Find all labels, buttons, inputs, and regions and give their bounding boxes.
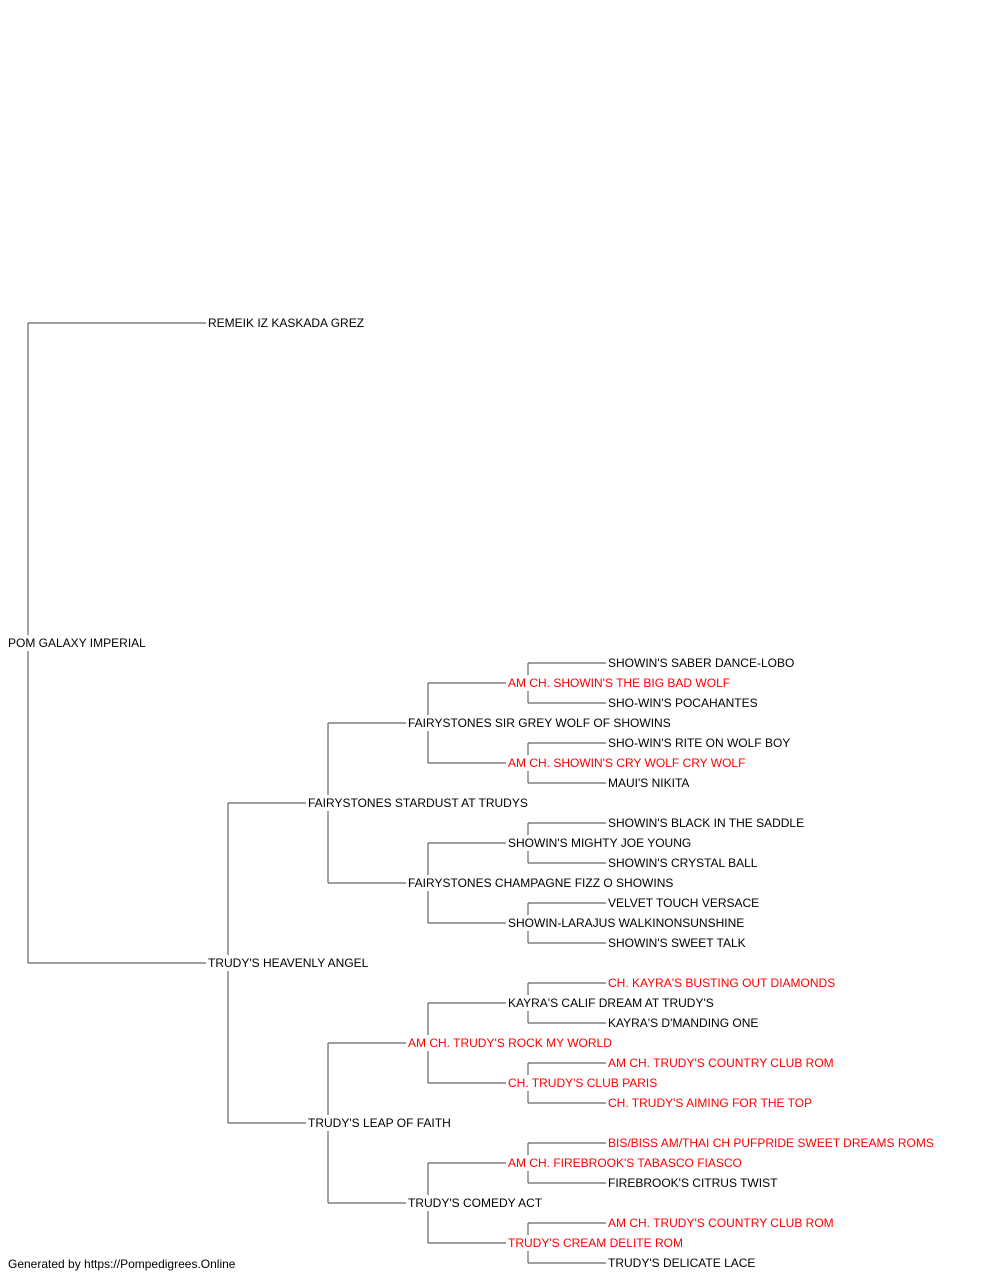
- dog-name-6: SHOWIN'S SABER DANCE-LOBO: [608, 656, 794, 670]
- dog-name-1: REMEIK IZ KASKADA GREZ: [208, 316, 364, 330]
- dog-name-7: SHO-WIN'S POCAHANTES: [608, 696, 758, 710]
- dog-name-15: SHOWIN-LARAJUS WALKINONSUNSHINE: [508, 916, 744, 930]
- dog-name-31: AM CH. TRUDY'S COUNTRY CLUB ROM: [608, 1216, 834, 1230]
- dog-name-32: TRUDY'S DELICATE LACE: [608, 1256, 755, 1270]
- dog-name-21: CH. KAYRA'S BUSTING OUT DIAMONDS: [608, 976, 835, 990]
- dog-name-10: MAUI'S NIKITA: [608, 776, 689, 790]
- dog-name-3: FAIRYSTONES STARDUST AT TRUDYS: [308, 796, 528, 810]
- dog-name-14: SHOWIN'S CRYSTAL BALL: [608, 856, 758, 870]
- dog-name-26: TRUDY'S COMEDY ACT: [408, 1196, 543, 1210]
- dog-name-2: TRUDY'S HEAVENLY ANGEL: [208, 956, 369, 970]
- dog-name-9: SHO-WIN'S RITE ON WOLF BOY: [608, 736, 790, 750]
- dog-name-24: AM CH. TRUDY'S COUNTRY CLUB ROM: [608, 1056, 834, 1070]
- dog-name-4: FAIRYSTONES SIR GREY WOLF OF SHOWINS: [408, 716, 671, 730]
- dog-name-13: SHOWIN'S BLACK IN THE SADDLE: [608, 816, 804, 830]
- dog-name-11: FAIRYSTONES CHAMPAGNE FIZZ O SHOWINS: [408, 876, 673, 890]
- dog-name-27: AM CH. FIREBROOK'S TABASCO FIASCO: [508, 1156, 742, 1170]
- dog-name-28: BIS/BISS AM/THAI CH PUFPRIDE SWEET DREAM…: [608, 1136, 934, 1150]
- dog-name-23: CH. TRUDY'S CLUB PARIS: [508, 1076, 657, 1090]
- dog-name-29: FIREBROOK'S CITRUS TWIST: [608, 1176, 778, 1190]
- dog-name-20: KAYRA'S CALIF DREAM AT TRUDY'S: [508, 996, 714, 1010]
- dog-name-0: POM GALAXY IMPERIAL: [8, 636, 146, 650]
- footer-credit: Generated by https://Pompedigrees.Online: [8, 1257, 236, 1271]
- dog-name-8: AM CH. SHOWIN'S CRY WOLF CRY WOLF: [508, 756, 745, 770]
- dog-name-12: SHOWIN'S MIGHTY JOE YOUNG: [508, 836, 691, 850]
- dog-name-22: KAYRA'S D'MANDING ONE: [608, 1016, 758, 1030]
- dog-name-17: SHOWIN'S SWEET TALK: [608, 936, 746, 950]
- dog-name-5: AM CH. SHOWIN'S THE BIG BAD WOLF: [508, 676, 730, 690]
- dog-name-19: AM CH. TRUDY'S ROCK MY WORLD: [408, 1036, 612, 1050]
- dog-name-18: TRUDY'S LEAP OF FAITH: [308, 1116, 451, 1130]
- dog-name-30: TRUDY'S CREAM DELITE ROM: [508, 1236, 683, 1250]
- dog-name-25: CH. TRUDY'S AIMING FOR THE TOP: [608, 1096, 812, 1110]
- dog-name-16: VELVET TOUCH VERSACE: [608, 896, 759, 910]
